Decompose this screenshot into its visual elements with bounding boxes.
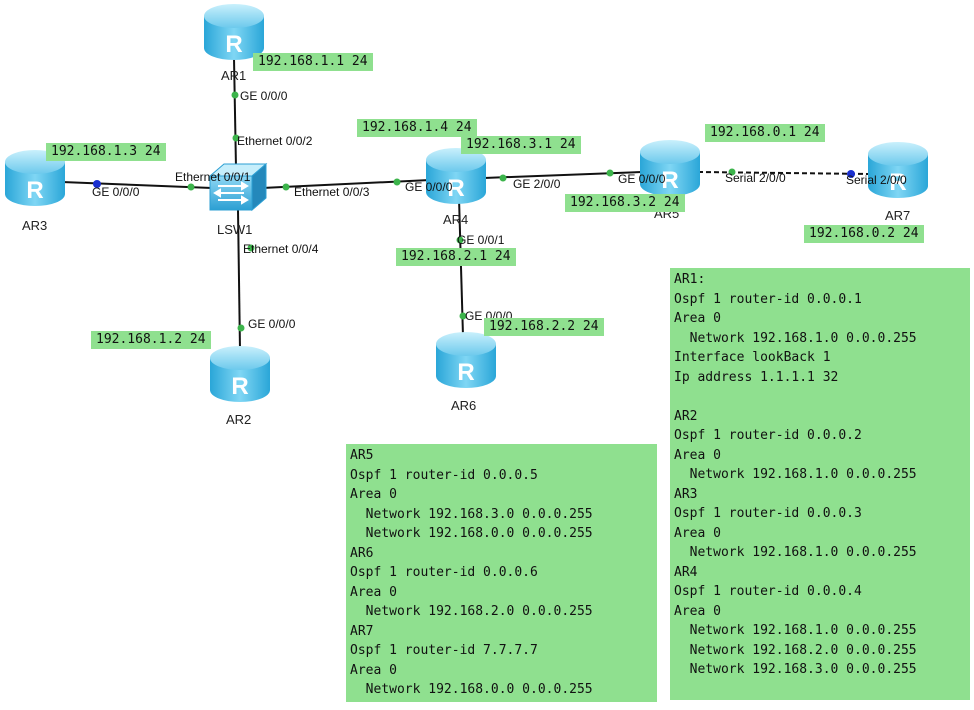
link-ar1-lsw1 (233, 57, 237, 169)
config-line: Area 0 (674, 603, 721, 619)
link-ar3-lsw1 (61, 181, 213, 189)
config-line: Ospf 1 router-id 0.0.0.1 (674, 291, 862, 307)
config-line: Network 192.168.1.0 0.0.0.255 (674, 467, 917, 482)
config-line: Ospf 1 router-id 0.0.0.6 (350, 565, 538, 580)
router-letter: R (225, 31, 242, 58)
port-label-ar4-ge001: GE 0/0/1 (457, 233, 505, 247)
config-line: AR3 (674, 486, 698, 502)
ip-label-ar5-serial: 192.168.0.1 24 (705, 124, 825, 142)
link-lsw1-ar4 (261, 179, 431, 189)
config-line: Area 0 (350, 662, 397, 678)
config-line: Ip address 1.1.1.1 32 (674, 369, 839, 385)
router-icon-ar6: R (436, 332, 496, 388)
config-line: Ospf 1 router-id 0.0.0.2 (674, 428, 862, 443)
config-line: AR5 (350, 448, 374, 463)
ip-label-ar5-ge0: 192.168.3.2 24 (565, 194, 685, 212)
config-line: AR4 (674, 564, 698, 580)
ip-label-ar3: 192.168.1.3 24 (46, 143, 166, 161)
port-label-ar1-ge000: GE 0/0/0 (240, 89, 288, 103)
port-label-lsw1-eth004: Ethernet 0/0/4 (243, 242, 319, 256)
router-letter: R (889, 169, 906, 196)
ip-label-ar4-ge2: 192.168.3.1 24 (461, 136, 581, 154)
port-label-ar5-ge000: GE 0/0/0 (618, 172, 666, 186)
config-line (674, 387, 966, 407)
config-line: Ospf 1 router-id 0.0.0.4 (674, 584, 862, 599)
router-icon-ar2: R (210, 346, 270, 402)
router-icon-ar1: R (204, 4, 264, 60)
router-letter: R (457, 359, 474, 386)
config-line: Area 0 (674, 525, 721, 541)
router-letter: R (447, 175, 464, 202)
router-icon-ar5: R (640, 140, 700, 196)
router-icon-ar4: R (426, 148, 486, 204)
config-line: Ospf 1 router-id 0.0.0.3 (674, 506, 862, 521)
router-icon-ar7: R (868, 142, 928, 198)
router-letter: R (26, 177, 43, 204)
config-line: AR7 (350, 623, 374, 639)
config-line: Network 192.168.1.0 0.0.0.255 (674, 623, 917, 638)
switch-icon-lsw1 (208, 162, 268, 212)
device-name-ar2: AR2 (226, 412, 252, 427)
ip-label-ar4-ge0: 192.168.1.4 24 (357, 119, 477, 137)
config-line: Ospf 1 router-id 0.0.0.5 (350, 467, 538, 483)
config-line: Area 0 (350, 584, 397, 600)
port-label-lsw1-eth003: Ethernet 0/0/3 (294, 185, 370, 199)
link-ar4-ar5 (483, 171, 643, 179)
ip-label-ar7: 192.168.0.2 24 (804, 225, 924, 243)
port-label-ar5-serial: Serial 2/0/0 (725, 171, 786, 185)
config-line: Interface lookBack 1 (674, 350, 831, 365)
config-line: AR1: (674, 272, 706, 287)
config-line: Network 192.168.0.0 0.0.0.255 (350, 682, 593, 697)
config-line: AR6 (350, 545, 374, 561)
device-name-ar4: AR4 (443, 212, 469, 227)
device-name-ar6: AR6 (451, 398, 477, 413)
config-line: Network 192.168.0.0 0.0.0.255 (350, 526, 593, 541)
config-line: Network 192.168.2.0 0.0.0.255 (674, 642, 917, 658)
port-label-ar3-ge000: GE 0/0/0 (92, 185, 140, 199)
port-label-lsw1-eth002: Ethernet 0/0/2 (237, 134, 313, 148)
port-label-ar4-ge000: GE 0/0/0 (405, 180, 453, 194)
port-label-ar7-serial: Serial 2/0/0 (846, 173, 907, 187)
port-label-ar4-ge200: GE 2/0/0 (513, 177, 561, 191)
config-line: Area 0 (350, 487, 397, 502)
ip-label-ar6: 192.168.2.2 24 (484, 318, 604, 336)
config-line: AR2 (674, 408, 698, 424)
config-line: Network 192.168.3.0 0.0.0.255 (674, 662, 917, 677)
ip-label-ar2: 192.168.1.2 24 (91, 331, 211, 349)
port-label-lsw1-eth001: Ethernet 0/0/1 (175, 170, 251, 184)
config-line: Network 192.168.1.0 0.0.0.255 (674, 330, 917, 346)
config-line: Ospf 1 router-id 7.7.7.7 (350, 643, 538, 658)
config-line: Network 192.168.3.0 0.0.0.255 (350, 506, 593, 522)
router-letter: R (231, 373, 248, 400)
config-line: Network 192.168.2.0 0.0.0.255 (350, 604, 593, 619)
device-name-lsw1: LSW1 (217, 222, 253, 237)
config-line: Network 192.168.1.0 0.0.0.255 (674, 545, 917, 560)
port-label-ar2-ge000: GE 0/0/0 (248, 317, 296, 331)
ip-label-ar1: 192.168.1.1 24 (253, 53, 373, 71)
config-line: Area 0 (674, 311, 721, 326)
device-name-ar7: AR7 (885, 208, 911, 223)
router-letter: R (661, 167, 678, 194)
link-ar5-ar7 (697, 171, 871, 175)
config-line: Area 0 (674, 447, 721, 463)
ip-label-ar4-ge1: 192.168.2.1 24 (396, 248, 516, 266)
device-name-ar1: AR1 (221, 68, 247, 83)
device-name-ar3: AR3 (22, 218, 48, 233)
